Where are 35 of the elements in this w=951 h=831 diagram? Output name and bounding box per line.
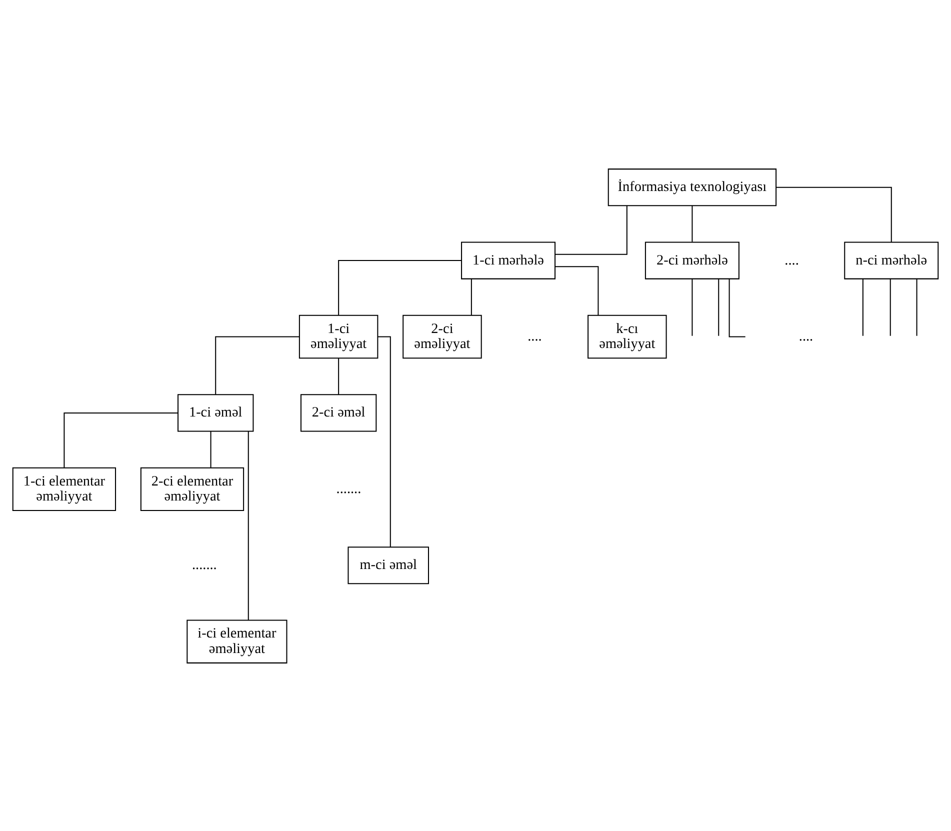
node-box: k-cı əməliyyat bbox=[588, 314, 667, 358]
node-box: İnformasiya texnologiyası bbox=[608, 168, 777, 206]
node-box: 1-ci mərhələ bbox=[461, 241, 556, 279]
connector bbox=[916, 278, 918, 336]
node-box: n-ci mərhələ bbox=[844, 241, 939, 279]
connector bbox=[338, 260, 462, 315]
label: .... bbox=[528, 328, 542, 344]
node-box: 2-ci əməl bbox=[300, 394, 377, 432]
label: ....... bbox=[192, 556, 217, 573]
connector bbox=[338, 358, 340, 394]
connector bbox=[215, 336, 300, 394]
label: .... bbox=[784, 252, 799, 268]
connector bbox=[890, 278, 891, 336]
node-box: 1-ci əməl bbox=[178, 394, 254, 432]
connector bbox=[862, 278, 864, 336]
connector bbox=[718, 278, 720, 336]
node-box: 2-ci mərhələ bbox=[644, 241, 740, 279]
connector bbox=[555, 266, 599, 315]
connector bbox=[248, 430, 249, 620]
label: .... bbox=[798, 328, 814, 344]
node-box: i-ci elementar əməliyyat bbox=[186, 619, 288, 663]
connector bbox=[692, 278, 693, 336]
node-box: 1-ci elementar əməliyyat bbox=[12, 466, 116, 511]
label: ....... bbox=[336, 480, 362, 496]
connector bbox=[555, 205, 628, 254]
node-box: m-ci əməl bbox=[348, 546, 429, 584]
connector bbox=[64, 412, 178, 468]
node-box: 2-ci elementar əməliyyat bbox=[140, 466, 244, 511]
connector bbox=[776, 186, 892, 242]
connector bbox=[210, 430, 212, 468]
connector bbox=[728, 278, 746, 337]
node-box: 2-ci əməliyyat bbox=[402, 314, 482, 358]
node-box: 1-ci əməliyyat bbox=[298, 314, 378, 358]
connector bbox=[692, 205, 693, 242]
connector bbox=[470, 278, 472, 315]
